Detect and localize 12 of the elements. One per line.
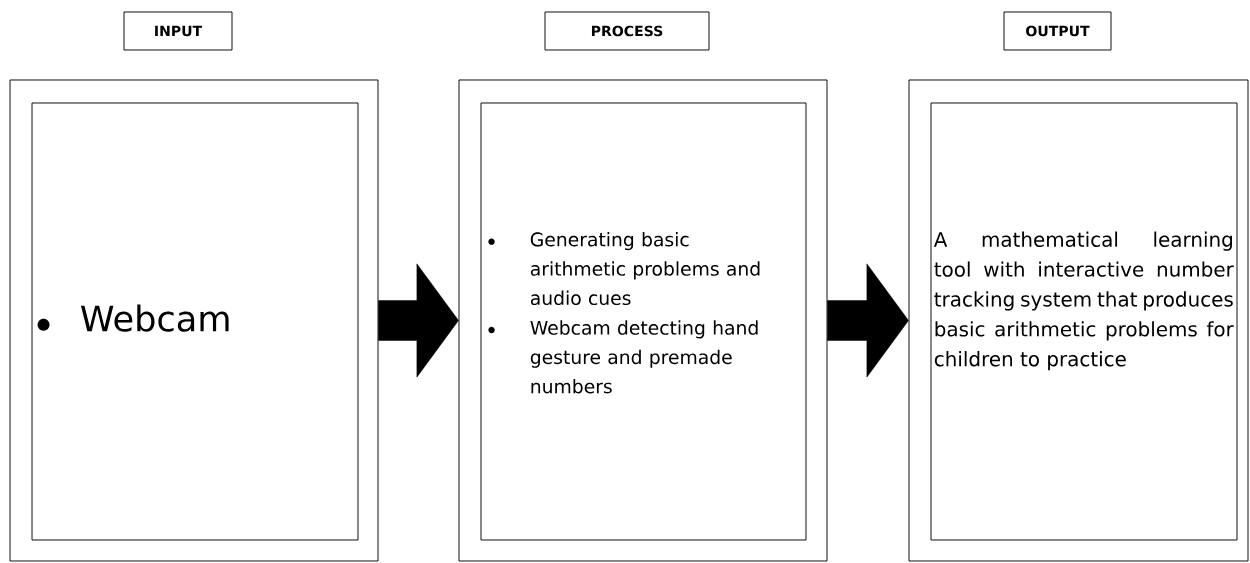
frame-box	[458, 79, 828, 562]
frame-box	[908, 79, 1249, 562]
paragraph: A mathematical learning tool with interactive number tracking system that produces basic arithmetic problems for children to practice	[933, 231, 1234, 371]
block-arrow	[378, 263, 459, 378]
list-item: Webcam detecting hand gesture and premade numbers	[530, 320, 758, 394]
list-item: Generating basic arithmetic problems and audio cues	[530, 232, 760, 306]
frame-box	[9, 79, 379, 562]
header-box: OUTPUT	[1003, 11, 1112, 51]
header-box: PROCESS	[544, 11, 710, 51]
list-item: Webcam	[80, 304, 229, 332]
header-box: INPUT	[123, 11, 233, 51]
block-arrow	[827, 263, 909, 378]
